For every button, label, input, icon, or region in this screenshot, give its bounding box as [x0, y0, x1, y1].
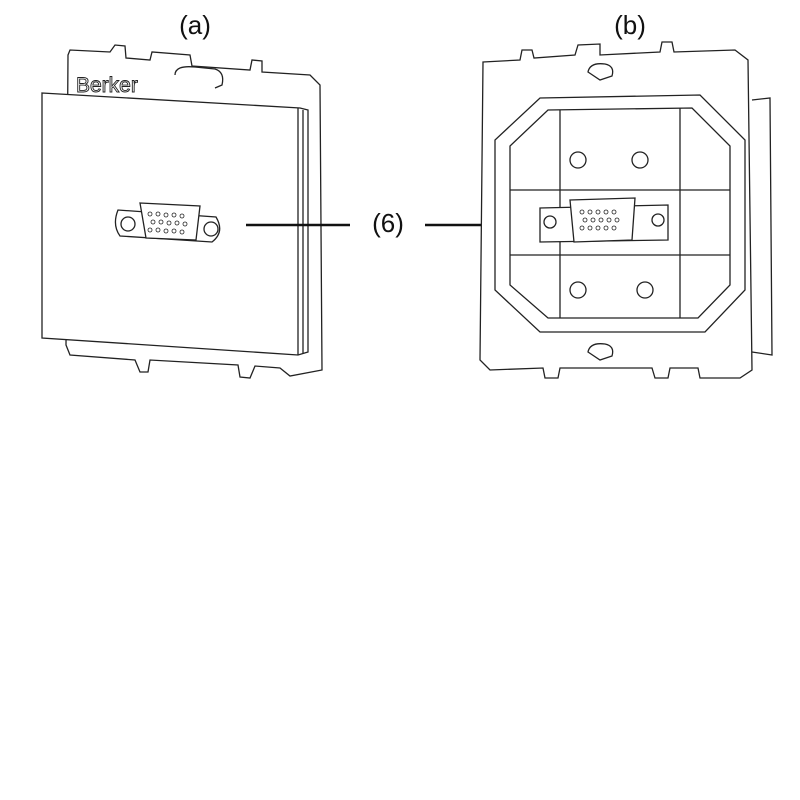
callout-label: (6) — [368, 208, 408, 239]
vga-socket-a — [114, 202, 221, 243]
brand-logo: Berker — [76, 74, 138, 97]
vga-socket-b — [539, 197, 669, 243]
label-b: (b) — [614, 10, 646, 40]
label-a: (a) — [179, 10, 211, 40]
